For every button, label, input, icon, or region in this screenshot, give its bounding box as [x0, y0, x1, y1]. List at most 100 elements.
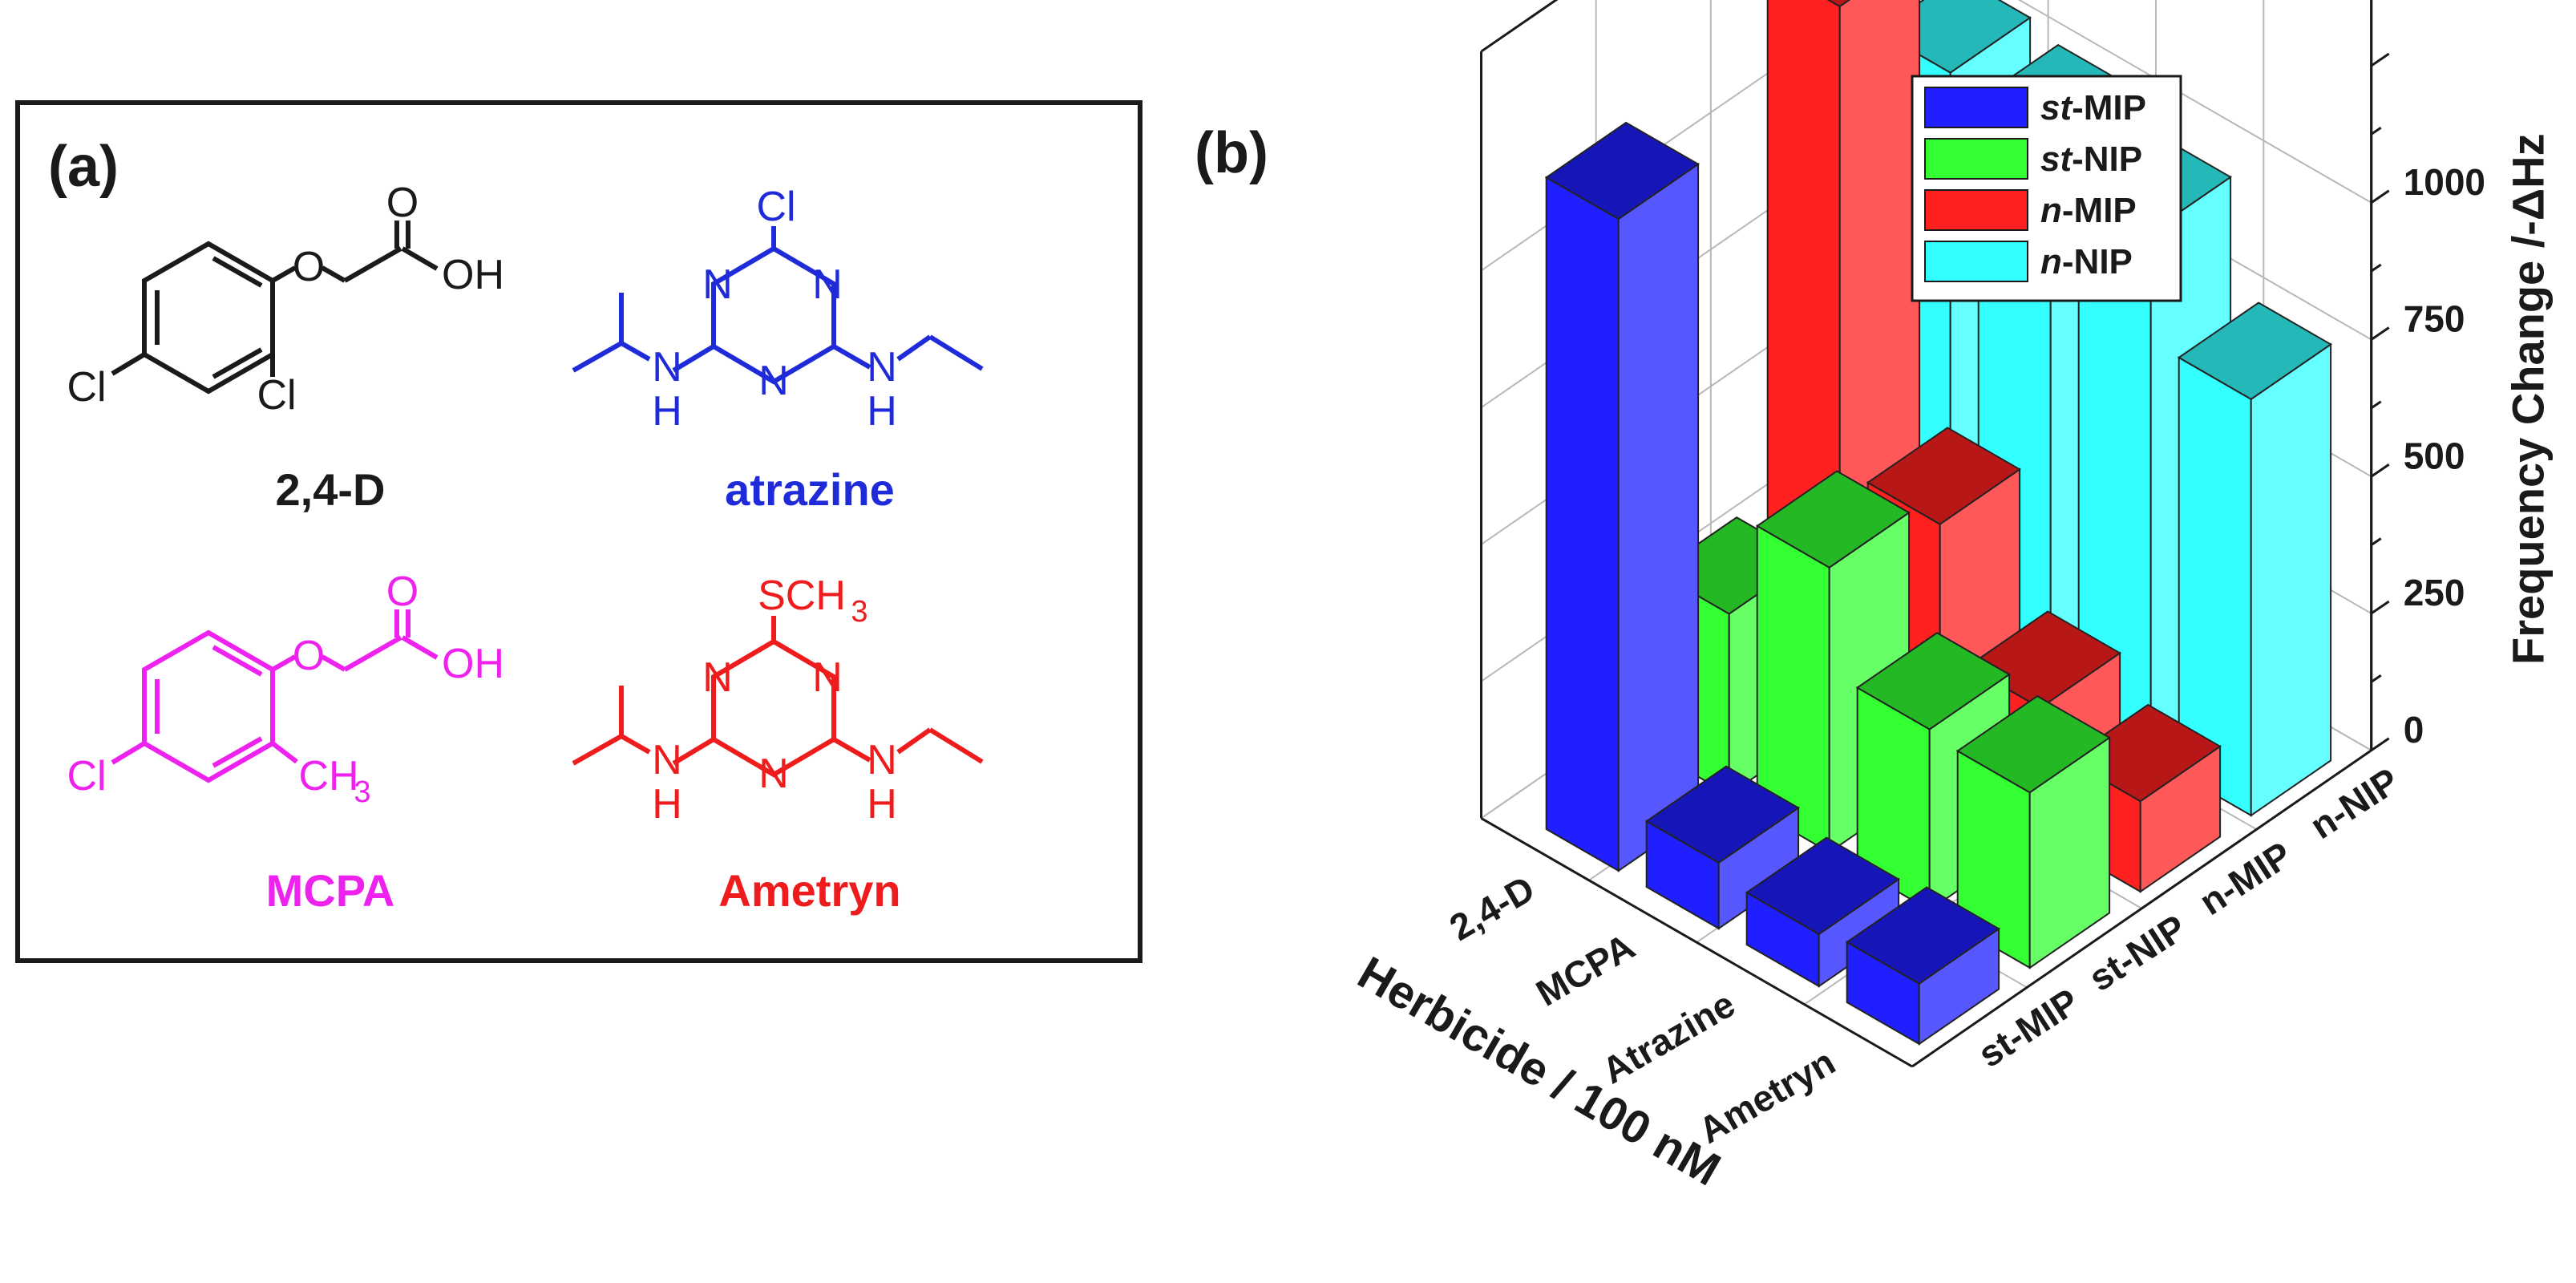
legend-label-italic: n [2040, 242, 2062, 281]
atom-label: O [293, 244, 325, 290]
bar-face-top [1745, 836, 1900, 936]
bond [111, 741, 146, 765]
compound-name: 2,4-D [276, 464, 386, 515]
legend-label-rest: -MIP [2072, 88, 2146, 127]
category-tick-label: Ametryn [1692, 1041, 1842, 1151]
z-tick [2370, 126, 2382, 136]
atom-label: OH [442, 641, 504, 687]
atom-label: Cl [67, 364, 106, 411]
atom-label: N [758, 358, 789, 404]
atom-label: H [652, 388, 682, 435]
bond [672, 737, 715, 766]
bond [620, 734, 651, 755]
atom-subscript: 3 [851, 595, 867, 629]
series-tick-label: n-MIP [2192, 833, 2299, 923]
legend-label-rest: -MIP [2062, 191, 2137, 230]
bond [832, 737, 871, 763]
atom-label: N [812, 261, 843, 308]
bar-face-side [1617, 162, 1700, 872]
legend-label: n-NIP [2040, 242, 2133, 281]
ring-double-bond [212, 347, 263, 379]
bar-face-top [1544, 121, 1700, 221]
atom-label: H [867, 388, 897, 435]
atom-label: H [867, 781, 897, 828]
bar-face-top [1855, 632, 2011, 731]
panel-b-label: (b) [1195, 121, 1268, 185]
category-tick-label: MCPA [1529, 925, 1641, 1014]
bar-st-mip [1644, 765, 1800, 930]
compound-name: MCPA [266, 865, 395, 916]
atom-label: SCH [758, 573, 846, 619]
structure-atrazine [572, 226, 984, 385]
legend-label: st-MIP [2040, 88, 2146, 127]
compound-name: Ametryn [718, 865, 900, 916]
atoms-ametryn: SCH 3 N N N N H N H [652, 573, 897, 828]
atoms-atrazine: Cl N N N N H N H [652, 184, 897, 435]
atom-subscript: 3 [354, 775, 370, 809]
bond [620, 341, 651, 362]
atom-label: N [702, 261, 733, 308]
z-tick [2370, 52, 2390, 67]
z-tick [2370, 400, 2382, 410]
bar-face-top [2177, 302, 2332, 400]
legend-swatch [1924, 138, 2028, 180]
z-tick [2370, 189, 2390, 204]
z-tick [2370, 537, 2382, 546]
ring-double-bond [212, 256, 263, 288]
atom-label: OH [442, 252, 504, 298]
z-tick [2370, 600, 2390, 615]
bond [271, 741, 298, 764]
bar-face-top [1755, 470, 1911, 569]
legend-label-rest: -NIP [2062, 242, 2133, 281]
bar-face-top [1866, 427, 2021, 525]
benzene-ring [142, 241, 275, 395]
z-tick [2370, 674, 2382, 683]
structure-ametryn [572, 616, 984, 778]
bond [401, 246, 439, 271]
z-axis-title: Frequency Change /-ΔHz [2503, 133, 2554, 665]
atom-label: Cl [67, 753, 106, 799]
bar-st-mip [1845, 886, 2000, 1046]
series-tick-label: n-NIP [2303, 759, 2406, 847]
benzene-ring [142, 629, 275, 783]
bond [572, 341, 623, 373]
bond [928, 334, 984, 371]
legend-label: n-MIP [2040, 191, 2137, 230]
z-tick-label: 1000 [2404, 161, 2485, 203]
triazine-ring [711, 245, 836, 385]
category-tick-label: Atrazine [1595, 983, 1741, 1092]
atom-label: O [386, 180, 419, 226]
panel-a-label: (a) [48, 135, 119, 199]
bar-face-front [1545, 176, 1620, 872]
atom-label: Cl [756, 184, 795, 230]
bond [343, 246, 402, 283]
z-tick-label: 250 [2404, 572, 2465, 613]
atom-label: O [386, 569, 419, 615]
bond [343, 635, 402, 672]
z-tick [2370, 263, 2382, 273]
bond [111, 352, 146, 376]
compound-name: atrazine [725, 464, 895, 515]
legend-swatch [1924, 189, 2028, 231]
structure-2-4-d [111, 221, 439, 395]
atom-label: N [867, 344, 897, 391]
bond [271, 654, 297, 672]
bar-face-top [1955, 694, 2111, 794]
atom-label: N [702, 654, 733, 701]
legend-label-rest: -NIP [2072, 140, 2142, 179]
frame-edge [1911, 749, 2372, 1068]
atoms-mcpa: O O OH Cl CH 3 [67, 569, 504, 809]
atom-label: Cl [257, 372, 296, 419]
atom-label: N [867, 737, 897, 783]
ring-double-bond [212, 645, 263, 677]
atom-label: CH [298, 753, 358, 799]
atom-label: O [293, 633, 325, 679]
bond [896, 334, 932, 362]
panel-a-frame [15, 100, 1142, 963]
bar-face-side [2250, 342, 2332, 817]
